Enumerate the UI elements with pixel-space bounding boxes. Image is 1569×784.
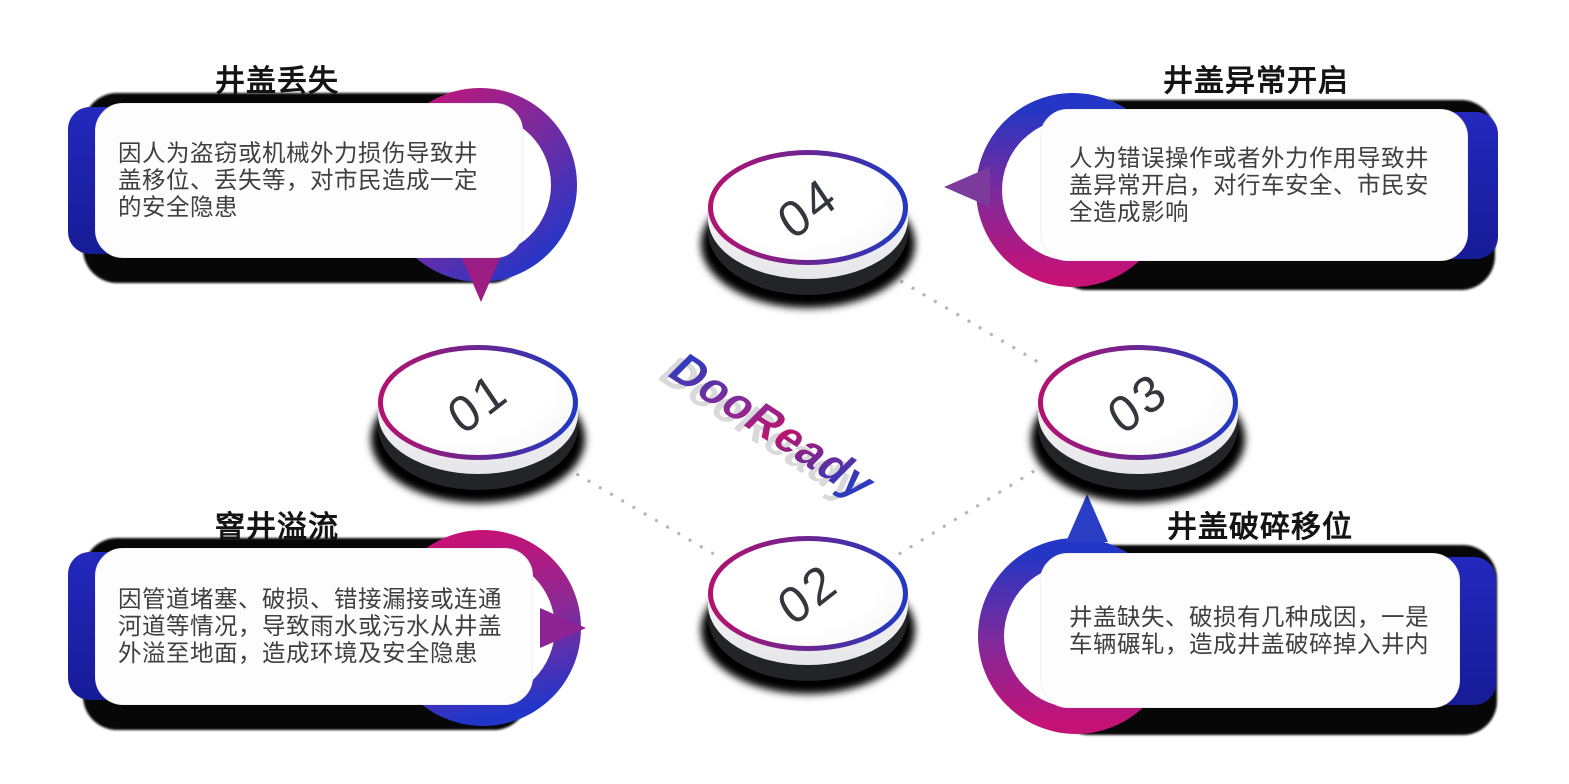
callout-title-broken-cover: 井盖破碎移位 xyxy=(1167,511,1353,544)
connector-line-01-02 xyxy=(564,466,720,559)
disc-face: 04 xyxy=(708,150,908,265)
logo-text: DooReady xyxy=(658,345,889,508)
callout-title-lost-cover: 井盖丢失 xyxy=(215,65,339,98)
step-disc-03: 03 xyxy=(1031,345,1245,510)
bubble-tail-left xyxy=(944,167,990,207)
callout-card-well-overflow: 因管道堵塞、破损、错接漏接或连通河道等情况，导致雨水或污水从井盖外溢至地面，造成… xyxy=(95,548,533,705)
step-number: 01 xyxy=(438,360,518,445)
step-number: 02 xyxy=(768,551,848,636)
bubble-tail-down xyxy=(461,256,501,302)
disc-face: 03 xyxy=(1038,345,1238,460)
callout-body: 因人为盗窃或机械外力损伤导致井盖移位、丢失等，对市民造成一定的安全隐患 xyxy=(118,140,478,220)
callout-title-abnormal-open: 井盖异常开启 xyxy=(1163,65,1349,98)
step-disc-02: 02 xyxy=(701,536,915,701)
step-disc-01: 01 xyxy=(371,345,585,510)
callout-card-lost-cover: 因人为盗窃或机械外力损伤导致井盖移位、丢失等，对市民造成一定的安全隐患 xyxy=(95,103,523,258)
callout-card-broken-cover: 井盖缺失、破损有几种成因，一是车辆碾轧，造成井盖破碎掉入井内 xyxy=(1040,553,1460,708)
callout-body: 因管道堵塞、破损、错接漏接或连通河道等情况，导致雨水或污水从井盖外溢至地面，造成… xyxy=(118,586,502,666)
callout-body: 井盖缺失、破损有几种成因，一是车辆碾轧，造成井盖破碎掉入井内 xyxy=(1069,603,1429,657)
callout-card-abnormal-open: 人为错误操作或者外力作用导致井盖异常开启，对行车安全、市民安全造成影响 xyxy=(1040,109,1468,261)
connector-line-02-03 xyxy=(898,464,1043,556)
bubble-tail-up xyxy=(1066,494,1108,542)
dooready-logo: DooReady DooReady xyxy=(648,345,889,510)
step-number: 03 xyxy=(1098,360,1178,445)
step-disc-04: 04 xyxy=(701,150,915,315)
step-number: 04 xyxy=(768,165,848,250)
connector-line-04-03 xyxy=(888,273,1044,366)
callout-title-well-overflow: 窨井溢流 xyxy=(215,511,339,544)
bubble-tail-right xyxy=(540,608,586,648)
callout-body: 人为错误操作或者外力作用导致井盖异常开启，对行车安全、市民安全造成影响 xyxy=(1069,144,1429,225)
disc-face: 01 xyxy=(378,345,578,460)
disc-face: 02 xyxy=(708,536,908,651)
